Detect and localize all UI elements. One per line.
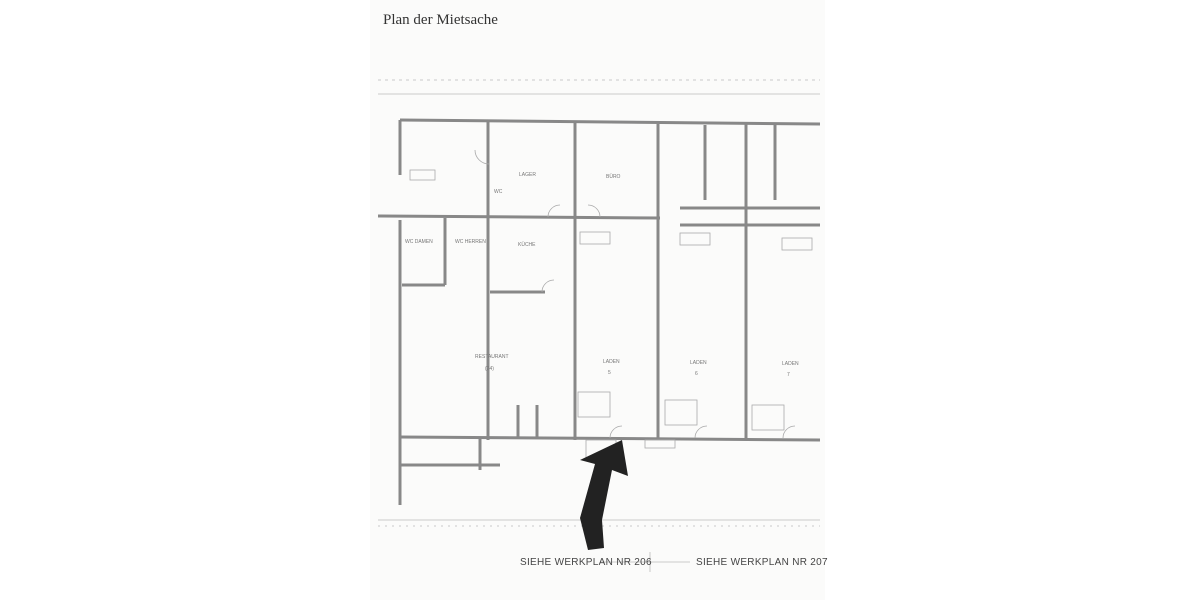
- room-label: WC: [494, 189, 503, 195]
- reference-werkplan-206: SIEHE WERKPLAN NR 206: [520, 557, 652, 568]
- page-title: Plan der Mietsache: [383, 12, 498, 28]
- room-label: KÜCHE: [518, 241, 536, 248]
- room-label: LADEN: [690, 360, 707, 366]
- room-label: WC DAMEN: [405, 239, 433, 245]
- room-label: LADEN: [782, 361, 799, 367]
- room-label: LAGER: [519, 172, 536, 178]
- doors: [409, 149, 813, 461]
- room-number: (24): [485, 366, 494, 372]
- room-number: 6: [695, 371, 698, 377]
- room-number: 7: [787, 372, 790, 378]
- room-label: RESTAURANT: [475, 354, 509, 360]
- room-label: WC HERREN: [455, 239, 486, 245]
- room-label: LADEN: [603, 359, 620, 365]
- room-label: BÜRO: [606, 173, 621, 180]
- room-labels: RESTAURANT (24) LADEN 5 LADEN 6 LADEN 7 …: [405, 172, 799, 378]
- arrow-icon: [580, 440, 628, 550]
- walls: [377, 118, 821, 505]
- reference-werkplan-207: SIEHE WERKPLAN NR 207: [696, 557, 828, 568]
- room-number: 5: [608, 370, 611, 376]
